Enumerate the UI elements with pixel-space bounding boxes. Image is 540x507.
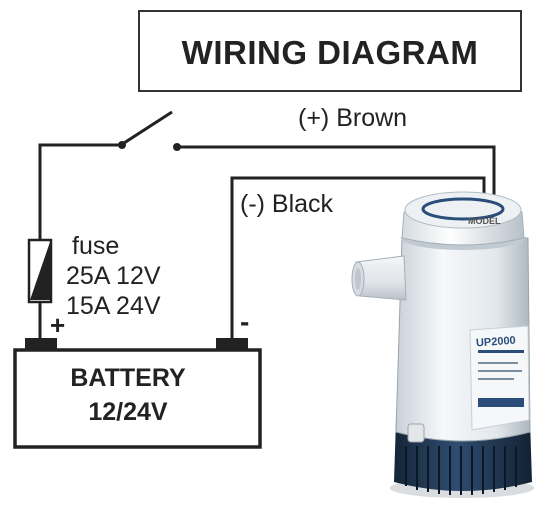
bilge-pump-icon bbox=[351, 191, 534, 498]
title-box: WIRING DIAGRAM bbox=[138, 10, 522, 92]
positive-wire-to-pump bbox=[177, 145, 496, 205]
pump-brand-label: MODEL bbox=[468, 216, 501, 226]
battery-voltage: 12/24V bbox=[88, 398, 168, 426]
battery-minus-sign: - bbox=[240, 306, 250, 337]
fuse-rating-12v: 25A 12V bbox=[66, 262, 161, 290]
fuse-icon bbox=[27, 238, 53, 304]
negative-wire-label: (-) Black bbox=[240, 190, 334, 218]
negative-wire bbox=[230, 176, 486, 341]
fuse-label: fuse bbox=[72, 232, 120, 260]
fuse-rating-24v: 15A 24V bbox=[66, 292, 161, 320]
positive-wire-label: (+) Brown bbox=[298, 104, 408, 132]
switch-icon bbox=[118, 110, 181, 151]
battery-label: BATTERY bbox=[70, 364, 186, 392]
battery-plus-sign: + bbox=[50, 310, 66, 340]
battery-icon bbox=[13, 348, 262, 449]
diagram-title: WIRING DIAGRAM bbox=[181, 34, 479, 71]
